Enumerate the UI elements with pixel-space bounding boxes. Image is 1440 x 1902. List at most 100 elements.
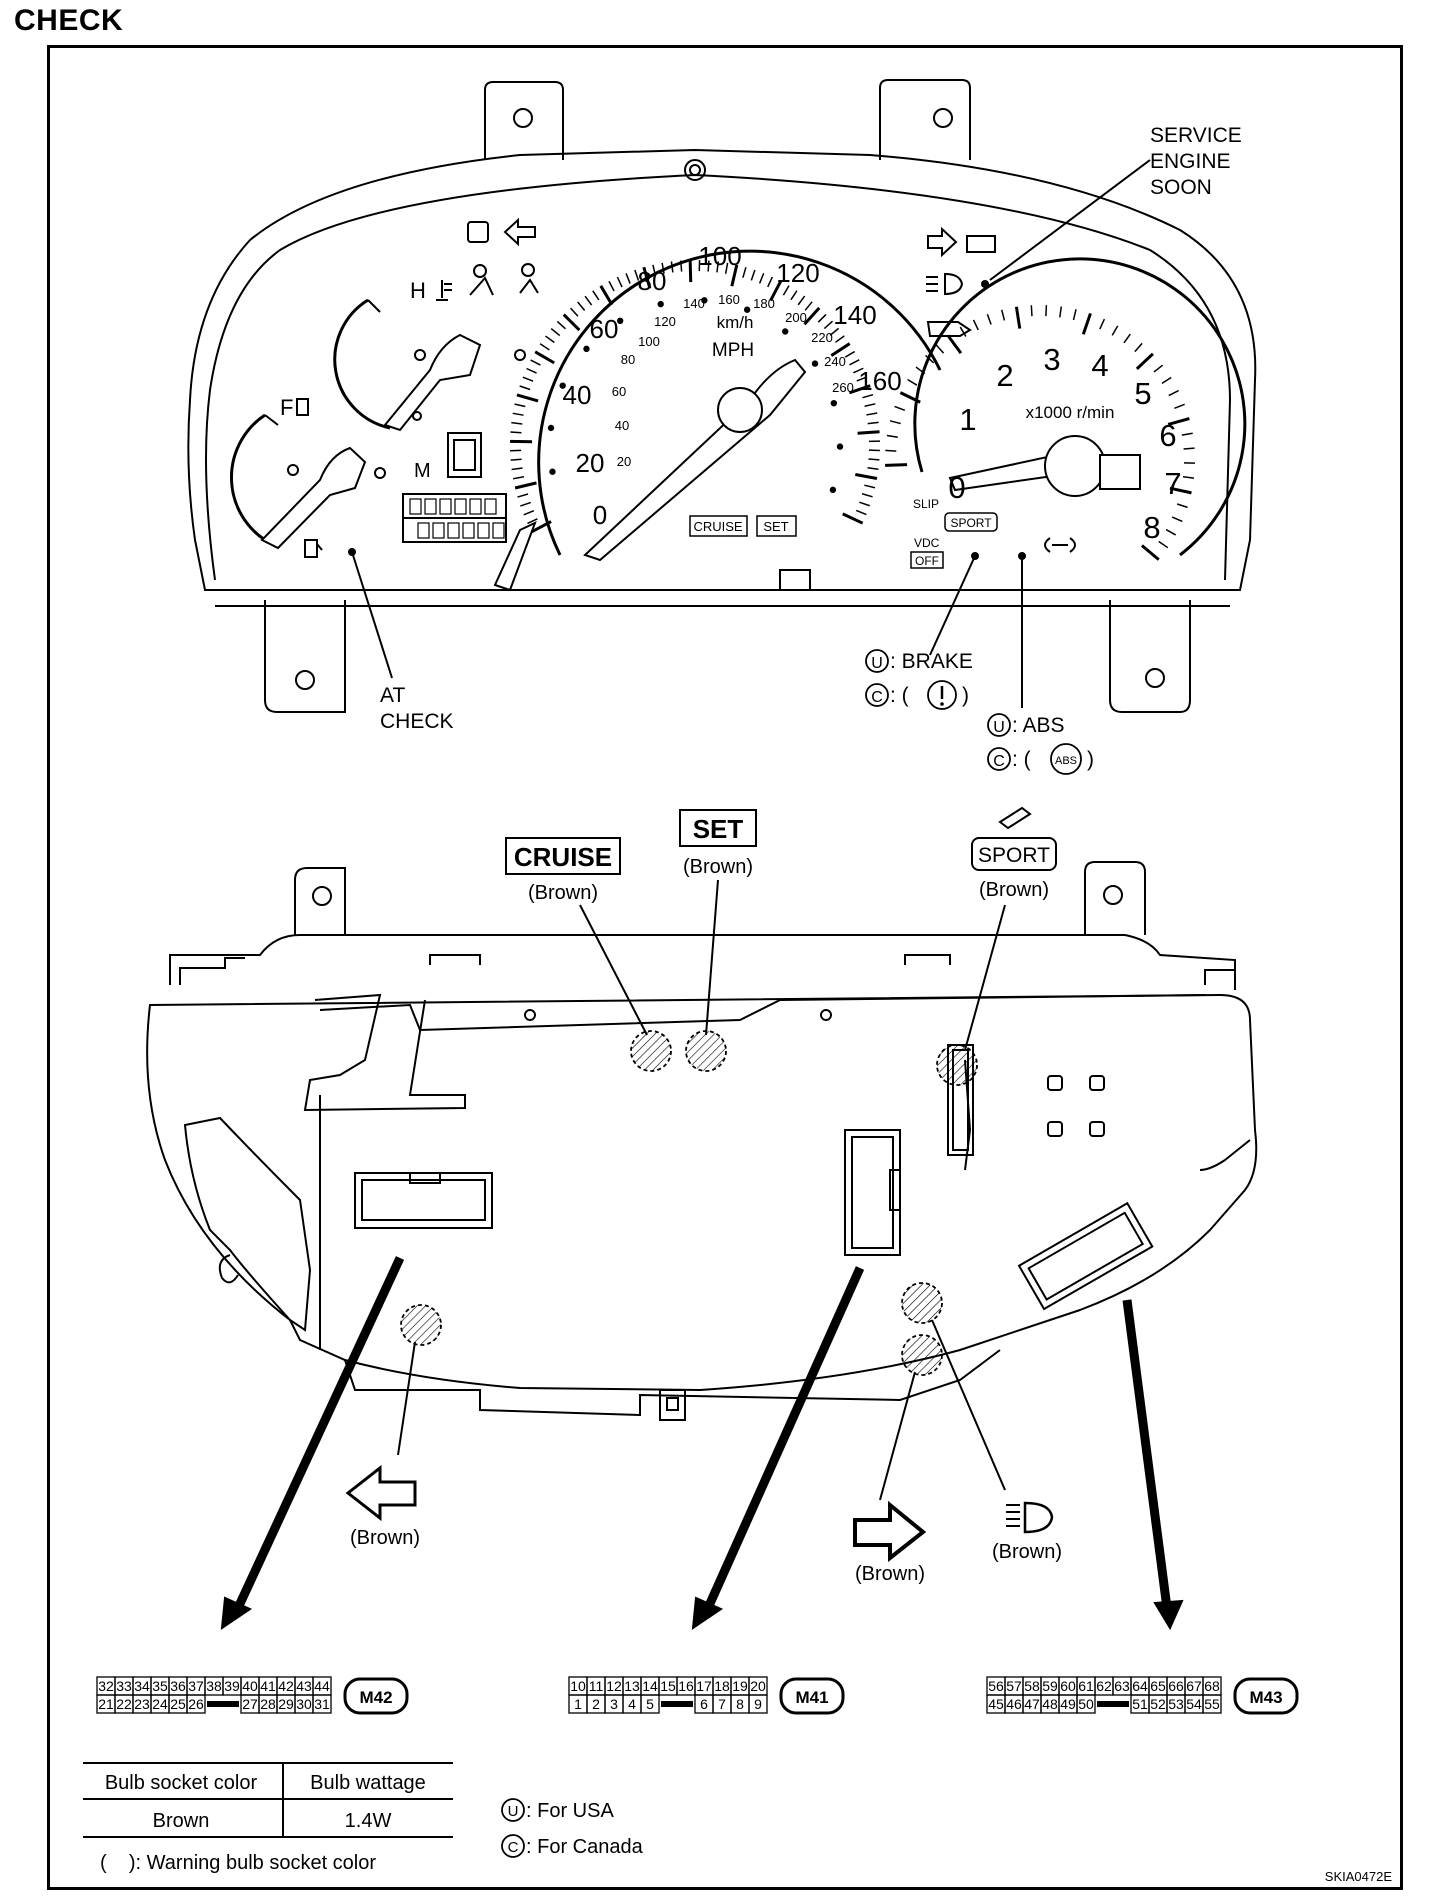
region-usa-label: : For USA: [526, 1800, 614, 1822]
diagram-frame: [47, 45, 1403, 1890]
turn-left-bulb-socket: [400, 1304, 442, 1346]
connector-pin-number: 42: [278, 1678, 294, 1694]
tachometer: [885, 257, 1247, 561]
at-check-line2: CHECK: [380, 710, 454, 733]
kmh-tick-dot: [782, 328, 789, 335]
connector-pin-number: 27: [242, 1696, 258, 1712]
speedometer-tick: [767, 276, 774, 288]
brake-canada-close: ): [962, 684, 969, 707]
connector-pin-cell: [186, 1694, 206, 1714]
brake-usa-mark: U: [871, 655, 883, 672]
m43-connector-housing: [1017, 1201, 1154, 1311]
tachometer-tick: [1181, 432, 1193, 436]
connector-pin-number: 47: [1024, 1696, 1040, 1712]
legend-header-wattage: Bulb wattage: [310, 1772, 426, 1794]
service-engine-soon-line1: SERVICE: [1150, 124, 1242, 147]
turn-right-bulb-socket: [901, 1334, 943, 1376]
speedometer-tick: [853, 367, 864, 374]
odometer-digit-segments: [409, 498, 505, 539]
speedometer-tick: [867, 467, 879, 470]
speedometer-tick: [830, 342, 851, 357]
connector-pin-number: 2: [592, 1696, 600, 1712]
connector-pin-number: 63: [1114, 1678, 1130, 1694]
connector-pin-number: 38: [206, 1678, 222, 1694]
service-engine-soon-line2: ENGINE: [1150, 150, 1231, 173]
turn-left-indicator-icon: [503, 217, 536, 247]
connector-pin-number: 45: [988, 1696, 1004, 1712]
tachometer-tick: [1134, 342, 1143, 353]
connector-pin-number: 68: [1204, 1678, 1220, 1694]
kmh-tick-dot: [549, 468, 556, 475]
turn-left-arrow-icon: [345, 1464, 417, 1522]
high-beam-bulb-label: (Brown): [992, 1501, 1062, 1563]
connector-pin-number: 65: [1150, 1678, 1166, 1694]
speedometer-tick: [849, 359, 860, 366]
sport-bulb-color: (Brown): [979, 879, 1049, 901]
speedometer-tick: [670, 261, 674, 273]
kmh-tick-dot: [830, 399, 838, 407]
brake-canada-mark: C: [871, 689, 883, 706]
speed-label-0: 0: [593, 500, 607, 530]
connector-pin-number: 16: [678, 1678, 694, 1694]
rpm-label-8: 8: [1143, 510, 1160, 545]
tachometer-tick: [1135, 352, 1154, 370]
speedometer-tick: [510, 458, 522, 461]
speedometer-tick: [823, 320, 834, 330]
speedometer-tick: [856, 376, 868, 382]
cruise-bulb-color: (Brown): [528, 882, 598, 904]
oil-pressure-icon: [926, 321, 972, 337]
speedometer-tick: [569, 307, 579, 317]
connector-pin-number: 3: [610, 1696, 618, 1712]
at-check-line1: AT: [380, 684, 405, 707]
temperature-gauge: [333, 298, 526, 432]
rear-leaders: [397, 879, 1006, 1501]
fuel-full-label: F: [280, 395, 293, 420]
speedometer-tick: [835, 335, 845, 343]
connector-pin-number: 7: [718, 1696, 726, 1712]
kmh-tick-dot: [811, 360, 819, 367]
abs-canada-label: : (: [1012, 748, 1031, 771]
legend-cell-brown: Brown: [153, 1810, 210, 1832]
kmh-tick-dot: [583, 345, 590, 353]
speed-label-20: 20: [576, 448, 605, 478]
fuel-pump-icon: [296, 398, 323, 558]
connector-pin-number: 56: [988, 1678, 1004, 1694]
connector-pin-number: 32: [98, 1678, 114, 1694]
connector-pin-number: 52: [1150, 1696, 1166, 1712]
speedometer-tick: [550, 328, 561, 337]
speedometer-tick: [855, 473, 878, 480]
kmh-label-60: 60: [612, 384, 626, 399]
unit-kmh: km/h: [717, 313, 754, 332]
odometer-digit: [432, 522, 445, 539]
speedometer-tick: [855, 509, 867, 516]
speed-label-60: 60: [590, 314, 619, 344]
speedometer-tick-marks: [510, 260, 880, 534]
connector-id: M43: [1249, 1688, 1282, 1707]
temp-hot-label: H: [410, 278, 426, 303]
tachometer-tick-marks: [885, 305, 1195, 561]
speedometer-tick: [592, 290, 600, 301]
rear-square-hole: [1047, 1075, 1063, 1091]
connector-pin-number: 5: [646, 1696, 654, 1712]
speed-label-80: 80: [638, 266, 667, 296]
speedometer-tick: [857, 430, 880, 435]
speedometer-tick: [797, 295, 806, 306]
kmh-label-240: 240: [824, 354, 846, 369]
tachometer-tick: [1099, 318, 1106, 330]
tachometer-tick: [1176, 503, 1188, 509]
tachometer-tick: [894, 405, 906, 411]
speedometer-tick: [861, 493, 873, 498]
connector-pin-number: 31: [314, 1696, 330, 1712]
speedometer-tick: [608, 280, 615, 292]
speedometer-tick: [862, 393, 874, 399]
connector-pin-number: 20: [750, 1678, 766, 1694]
connector-pin-number: 46: [1006, 1696, 1022, 1712]
connector-id-badge: [779, 1677, 845, 1715]
kmh-tick-dot: [616, 317, 624, 325]
sport-bulb-housing: [947, 1044, 974, 1156]
service-engine-soon-callout: SERVICE ENGINE SOON: [1150, 124, 1242, 199]
turn-left-bulb-label: (Brown): [345, 1464, 420, 1549]
connector-pin-number: 64: [1132, 1678, 1148, 1694]
tachometer-tick: [959, 326, 967, 337]
